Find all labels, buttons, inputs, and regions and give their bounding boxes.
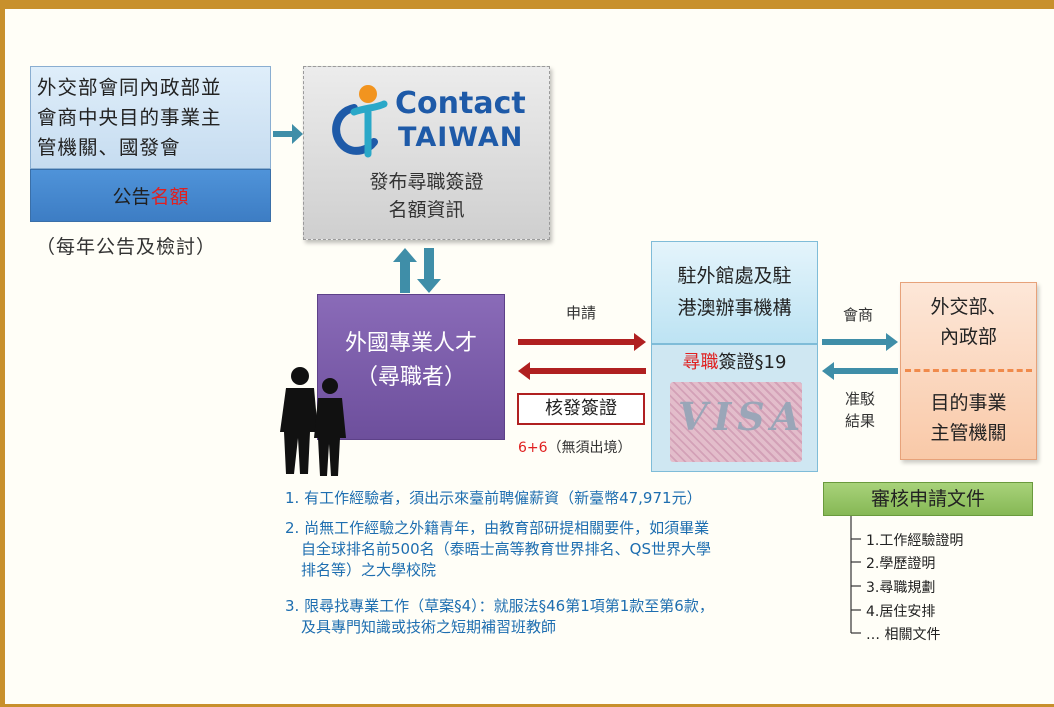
quota-prefix: 公告	[112, 186, 151, 208]
review-tree-lines	[850, 516, 861, 634]
six-six-rest: （無須出境）	[547, 440, 632, 456]
mofa-top: 外交部、 內政部	[900, 292, 1037, 352]
result-line: 結果	[845, 412, 876, 430]
criteria-line: 1. 有工作經驗者，須出示來臺前聘僱薪資（新臺幣47,971元）	[285, 489, 702, 507]
criteria-line: 2. 尚無工作經驗之外籍青年，由教育部研提相關要件，如須畢業	[285, 519, 710, 537]
announcement-line: 會商中央目的事業主	[37, 106, 222, 129]
criteria-item-2: 2. 尚無工作經驗之外籍青年，由教育部研提相關要件，如須畢業 自全球排名前500…	[285, 518, 711, 581]
mofa-line: 目的事業	[930, 392, 1007, 414]
criteria-line: 3. 限尋找專業工作（草案§4）：就服法§46第1項第1款至第6款，	[285, 597, 714, 615]
criteria-item-1: 1. 有工作經驗者，須出示來臺前聘僱薪資（新臺幣47,971元）	[285, 488, 702, 509]
annual-note: （每年公告及檢討）	[36, 236, 217, 258]
visa-highlight: 尋職	[682, 352, 719, 373]
foreign-talent-box: 外國專業人才 （尋職者）	[317, 294, 505, 440]
embassy-box: 駐外館處及駐 港澳辦事機構	[651, 241, 818, 344]
announcement-box: 外交部會同內政部並 會商中央目的事業主 管機關、國發會	[30, 66, 271, 169]
business-people-icon	[280, 367, 346, 476]
contact-taiwan-description: 發布尋職簽證 名額資訊	[303, 168, 550, 224]
criteria-item-3: 3. 限尋找專業工作（草案§4）：就服法§46第1項第1款至第6款， 及具專門知…	[285, 596, 714, 638]
mofa-divider	[905, 369, 1032, 372]
arrow-consult-icon	[822, 333, 898, 351]
apply-label: 申請	[566, 304, 597, 322]
result-line: 准駁	[845, 390, 876, 408]
mofa-line: 外交部、	[930, 296, 1007, 318]
ct-line: 名額資訊	[388, 199, 465, 221]
talent-line: （尋職者）	[355, 365, 466, 390]
review-item: 1.工作經驗證明	[866, 533, 964, 549]
visa-rest: 簽證§19	[718, 352, 787, 373]
arrow-right-icon	[273, 124, 303, 144]
review-item: 2.學歷證明	[866, 556, 936, 572]
visa-stamp-image	[670, 382, 802, 462]
contact-taiwan-box	[303, 66, 550, 240]
mofa-line: 內政部	[939, 326, 997, 348]
embassy-line: 駐外館處及駐	[677, 265, 792, 287]
contact-taiwan-logo-icon	[332, 85, 388, 158]
review-item: … 相關文件	[866, 627, 941, 643]
result-label: 准駁 結果	[845, 388, 875, 432]
talent-line: 外國專業人才	[344, 331, 477, 356]
mofa-bottom: 目的事業 主管機關	[900, 388, 1037, 448]
consult-label: 會商	[843, 306, 874, 324]
logo-taiwan-text: TAIWAN	[398, 122, 524, 153]
arrow-down-icon	[417, 248, 441, 293]
visa-stamp-word: VISA	[678, 394, 807, 439]
arrow-result-icon	[822, 362, 898, 380]
review-item: 3.尋職規劃	[866, 580, 936, 596]
mofa-line: 主管機關	[930, 422, 1007, 444]
criteria-line: 排名等）之大學校院	[301, 561, 437, 579]
announcement-line: 外交部會同內政部並	[37, 76, 222, 99]
visa-title: 尋職簽證§19	[651, 348, 818, 374]
quota-box: 公告名額	[30, 169, 271, 222]
logo-contact-text: Contact	[395, 86, 526, 121]
six-six-highlight: 6+6	[518, 440, 548, 456]
arrow-up-icon	[393, 248, 417, 293]
criteria-line: 及具專門知識或技術之短期補習班教師	[301, 618, 557, 636]
six-six-note: 6+6（無須出境）	[518, 437, 632, 457]
quota-highlight: 名額	[150, 186, 189, 208]
arrow-apply-icon	[518, 333, 646, 351]
review-documents-title: 審核申請文件	[823, 482, 1033, 516]
ct-line: 發布尋職簽證	[369, 171, 484, 193]
arrow-issue-icon	[518, 362, 646, 380]
criteria-line: 自全球排名前500名（泰晤士高等教育世界排名、QS世界大學	[301, 540, 711, 558]
issue-visa-box: 核發簽證	[517, 393, 645, 425]
review-item: 4.居住安排	[866, 604, 936, 620]
announcement-line: 管機關、國發會	[37, 136, 181, 159]
embassy-line: 港澳辦事機構	[677, 297, 792, 319]
